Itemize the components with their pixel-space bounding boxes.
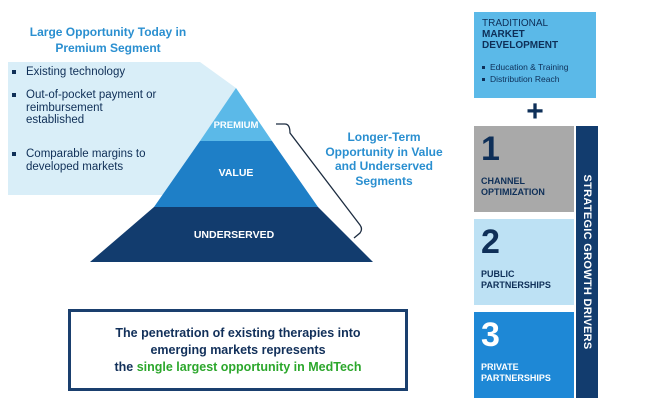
driver-private-partnerships: 3 PRIVATE PARTNERSHIPS: [474, 312, 574, 398]
driver-label: PUBLIC PARTNERSHIPS: [481, 269, 551, 290]
statement-line: The penetration of existing therapies in…: [115, 326, 361, 340]
left-title-line: Large Opportunity Today in: [29, 25, 187, 39]
driver-number: 3: [481, 316, 500, 354]
value-label: VALUE: [219, 167, 254, 179]
driver-label: CHANNEL OPTIMIZATION: [481, 176, 545, 197]
traditional-list: Education & Training Distribution Reach: [482, 61, 588, 85]
pyramid-value-segment: [154, 141, 318, 207]
strategic-growth-drivers-bar: STRATEGIC GROWTH DRIVERS: [576, 126, 598, 398]
pyramid-diagram: PREMIUM VALUE UNDERSERVED: [8, 62, 373, 262]
traditional-market-development-box: TRADITIONAL MARKET DEVELOPMENT Education…: [474, 12, 596, 98]
traditional-title: TRADITIONAL: [482, 18, 549, 29]
value-underserved-bracket: [276, 123, 363, 239]
statement-highlight: single largest opportunity in MedTech: [136, 360, 362, 374]
plus-icon: +: [526, 95, 544, 128]
bullet-item: Existing technology: [12, 66, 160, 79]
pyramid-underserved-segment: [90, 207, 373, 262]
traditional-list-item: Distribution Reach: [482, 73, 588, 85]
left-title: Large Opportunity Today in Premium Segme…: [8, 24, 208, 56]
square-bullet-icon: [12, 70, 16, 74]
traditional-list-item: Education & Training: [482, 61, 588, 73]
square-bullet-icon: [482, 65, 485, 69]
traditional-item-label: Distribution Reach: [490, 74, 560, 84]
bullet-item: Out-of-pocket payment or reimbursement e…: [12, 89, 160, 127]
long-term-line: Longer-Term: [347, 130, 421, 144]
driver-label: PRIVATE PARTNERSHIPS: [481, 362, 551, 383]
traditional-item-label: Education & Training: [490, 62, 569, 72]
long-term-line: and Underserved: [334, 159, 434, 173]
bullet-label: Out-of-pocket payment or reimbursement e…: [26, 89, 157, 126]
market-development-title: MARKET DEVELOPMENT: [482, 29, 559, 51]
premium-callout-panel: [8, 62, 236, 195]
square-bullet-icon: [12, 152, 16, 156]
square-bullet-icon: [12, 93, 16, 97]
underserved-label: UNDERSERVED: [194, 229, 275, 241]
long-term-line: Segments: [355, 173, 413, 188]
square-bullet-icon: [482, 77, 485, 81]
long-term-callout: Longer-Term Opportunity in Value and Und…: [308, 130, 460, 188]
premium-label: PREMIUM: [214, 120, 259, 131]
bullet-label: Existing technology: [26, 66, 126, 78]
driver-number: 2: [481, 223, 500, 261]
driver-public-partnerships: 2 PUBLIC PARTNERSHIPS: [474, 219, 574, 305]
left-title-line: Premium Segment: [55, 41, 161, 55]
statement-line: emerging markets represents: [150, 343, 326, 357]
statement-line: the single largest opportunity in MedTec…: [71, 359, 405, 376]
driver-channel-optimization: 1 CHANNEL OPTIMIZATION: [474, 126, 574, 212]
statement-prefix: the: [114, 360, 137, 374]
strategic-growth-drivers-label: STRATEGIC GROWTH DRIVERS: [581, 174, 593, 350]
bullet-label: Comparable margins to developed markets: [26, 148, 146, 173]
penetration-statement-box: The penetration of existing therapies in…: [68, 309, 408, 391]
pyramid-premium-segment: [200, 88, 272, 141]
bullet-item: Comparable margins to developed markets: [12, 148, 160, 173]
driver-number: 1: [481, 130, 500, 168]
long-term-line: Opportunity in Value: [325, 144, 443, 159]
